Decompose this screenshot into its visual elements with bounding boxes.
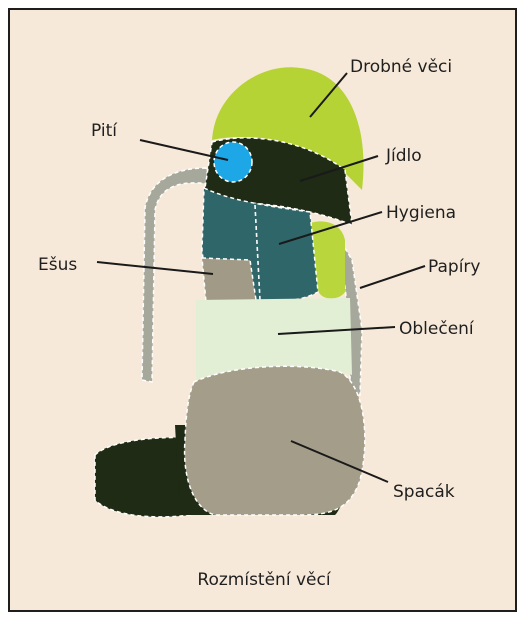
label-spacak: Spacák	[393, 482, 455, 502]
label-papiry: Papíry	[428, 257, 480, 277]
backpack-bottom	[95, 438, 190, 517]
diagram-caption: Rozmístění věcí	[197, 570, 331, 590]
label-obleceni: Oblečení	[399, 319, 475, 339]
label-hygiena: Hygiena	[386, 203, 456, 223]
label-drobne-veci: Drobné věci	[350, 57, 452, 77]
callout-line-esus	[97, 262, 213, 274]
compartment-spacak	[185, 366, 365, 515]
item-piti	[214, 142, 252, 182]
label-esus: Ešus	[38, 255, 77, 275]
compartment-esus	[202, 258, 256, 302]
callout-line-papiry	[360, 266, 425, 288]
label-piti: Pití	[91, 121, 118, 141]
label-jidlo: Jídlo	[385, 146, 422, 166]
